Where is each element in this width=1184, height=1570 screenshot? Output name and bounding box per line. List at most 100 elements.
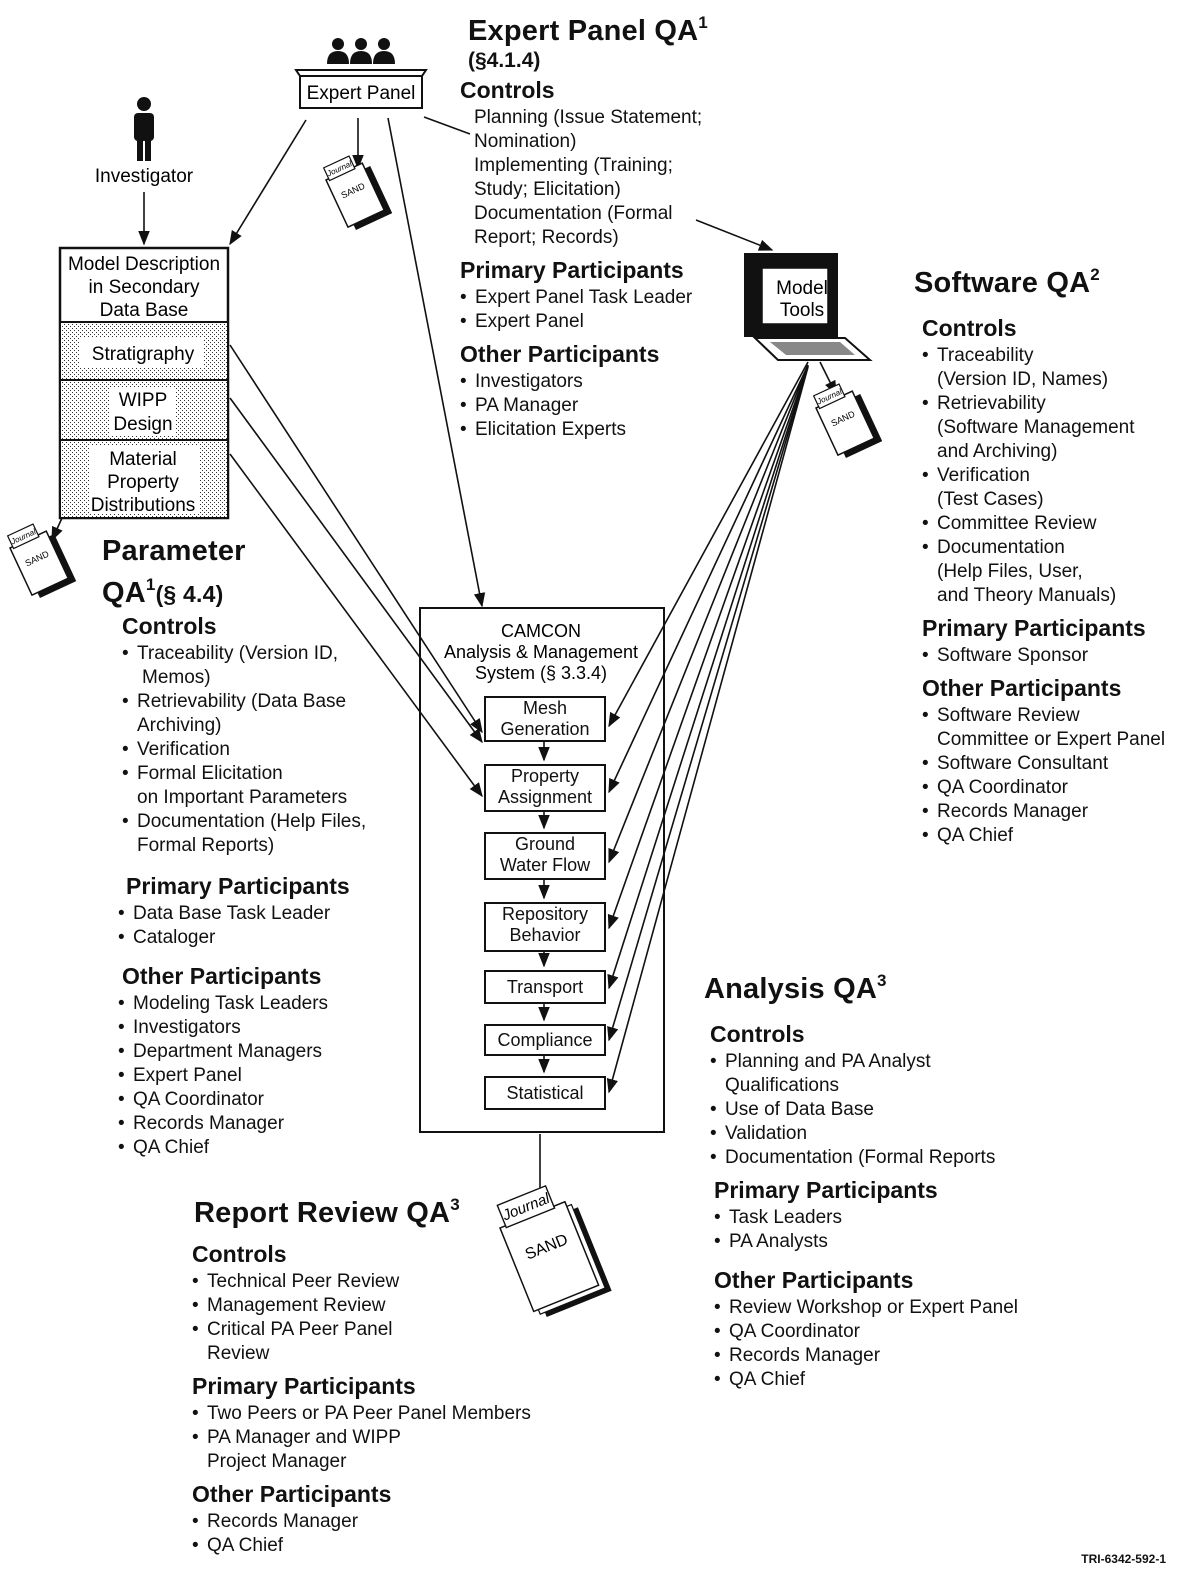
- control-item: Critical PA Peer Panel: [192, 1318, 572, 1342]
- model-description-database: [58, 246, 230, 520]
- control-item: Qualifications: [725, 1075, 840, 1096]
- control-item: on Important Parameters: [137, 787, 348, 808]
- journal-sand-report-icon: Journal SAND: [322, 155, 393, 231]
- control-item: Traceability (Version ID,: [122, 642, 422, 666]
- control-item: (Version ID, Names): [937, 369, 1109, 390]
- analysis-other-list: Review Workshop or Expert Panel QA Coord…: [714, 1296, 1050, 1392]
- control-item: Report; Records): [474, 227, 619, 248]
- participant-item: Expert Panel: [118, 1064, 418, 1088]
- wipp-design-label-2: Design: [113, 414, 172, 435]
- journal-sand-report-icon: Journal SAND: [6, 523, 77, 599]
- step-label: Transport: [506, 977, 584, 997]
- participant-item: Modeling Task Leaders: [118, 992, 418, 1016]
- expert-panel-primary-list: Expert Panel Task Leader Expert Panel: [460, 286, 760, 334]
- expert-panel-qa-ref: (§4.1.4): [468, 49, 541, 72]
- control-item: Verification: [122, 738, 422, 762]
- control-item: Planning and PA Analyst: [710, 1050, 1050, 1074]
- expert-panel-controls-heading: Controls: [460, 77, 555, 103]
- step-compliance: Compliance: [484, 1024, 606, 1056]
- analysis-controls-heading: Controls: [710, 1021, 805, 1047]
- expert-panel-other-heading: Other Participants: [460, 341, 660, 367]
- analysis-controls-list: Planning and PA Analyst Qualifications U…: [710, 1050, 1050, 1170]
- step-transport: Transport: [484, 970, 606, 1004]
- wipp-design-label-1: WIPP: [119, 390, 168, 411]
- analysis-other-heading: Other Participants: [714, 1267, 914, 1293]
- step-label: Statistical: [506, 1083, 584, 1103]
- model-description-line-1: Model Description: [68, 254, 220, 275]
- control-item: (Software Management: [937, 417, 1135, 438]
- expert-panel-icon: [294, 38, 428, 109]
- participant-item: Records Manager: [118, 1112, 418, 1136]
- participant-item: QA Chief: [714, 1368, 1050, 1392]
- parameter-primary-list: Data Base Task Leader Cataloger: [118, 902, 418, 950]
- participant-item: Investigators: [118, 1016, 418, 1040]
- participant-item: Records Manager: [714, 1344, 1050, 1368]
- camcon-title-2: Analysis & Management: [444, 642, 638, 662]
- control-item: Formal Elicitation: [122, 762, 422, 786]
- participant-item: Software Sponsor: [922, 644, 1184, 668]
- model-tools-label-2: Tools: [780, 300, 824, 321]
- control-item: Memos): [142, 667, 211, 688]
- step-label: Repository: [501, 904, 589, 924]
- control-item: Technical Peer Review: [192, 1270, 572, 1294]
- stratigraphy-label: Stratigraphy: [92, 344, 195, 365]
- participant-item: Records Manager: [192, 1510, 572, 1534]
- control-item: Use of Data Base: [710, 1098, 1050, 1122]
- control-item: Retrievability (Data Base: [122, 690, 422, 714]
- investigator-label: Investigator: [95, 166, 194, 187]
- report-other-heading: Other Participants: [192, 1481, 392, 1507]
- participant-item: Two Peers or PA Peer Panel Members: [192, 1402, 572, 1426]
- report-review-qa-section: Report Review QA3: [194, 1188, 494, 1230]
- control-item: Formal Reports): [137, 835, 275, 856]
- expert-panel-box-label: Expert Panel: [307, 83, 416, 104]
- parameter-qa-body: Controls Traceability (Version ID, Memos…: [122, 610, 422, 862]
- investigator-icon: [134, 97, 154, 161]
- model-tools-label-1: Model: [776, 278, 828, 299]
- parameter-controls-list: Traceability (Version ID, Memos) Retriev…: [122, 642, 422, 858]
- parameter-qa-participants: Primary Participants Data Base Task Lead…: [118, 866, 418, 1164]
- step-label: Behavior: [509, 925, 581, 945]
- model-tools-to-camcon-arrows: [606, 361, 837, 1094]
- step-property-assignment: Property Assignment: [484, 764, 606, 812]
- model-tools-computer-icon: [744, 253, 873, 361]
- software-primary-heading: Primary Participants: [922, 615, 1146, 641]
- parameter-other-list: Modeling Task Leaders Investigators Depa…: [118, 992, 418, 1160]
- step-repository-behavior: Repository Behavior: [484, 902, 606, 952]
- analysis-qa-title: Analysis QA3: [704, 971, 887, 1005]
- control-item: Archiving): [137, 715, 222, 736]
- expert-panel-controls-list: Planning (Issue Statement; Nomination) I…: [474, 106, 760, 250]
- step-label: Generation: [500, 719, 590, 739]
- participant-item: PA Manager: [460, 394, 760, 418]
- control-item: Planning (Issue Statement;: [474, 107, 703, 128]
- control-item: Implementing (Training;: [474, 155, 673, 176]
- participant-item: Project Manager: [207, 1451, 347, 1472]
- participant-item: Software Review: [922, 704, 1184, 728]
- parameter-qa-title-2: QA1(§ 4.4): [102, 575, 224, 609]
- database-to-camcon-arrows: [51, 344, 483, 798]
- participant-item: Department Managers: [118, 1040, 418, 1064]
- participant-item: Committee or Expert Panel: [937, 729, 1166, 750]
- software-other-heading: Other Participants: [922, 675, 1122, 701]
- participant-item: QA Chief: [192, 1534, 572, 1558]
- material-label-2: Property: [107, 472, 179, 493]
- participant-item: QA Coordinator: [118, 1088, 418, 1112]
- figure-id: TRI-6342-592-1: [1081, 1552, 1166, 1566]
- control-item: Documentation (Formal Reports: [710, 1146, 1050, 1170]
- analysis-primary-list: Task Leaders PA Analysts: [714, 1206, 1050, 1254]
- material-label-1: Material: [109, 449, 177, 470]
- control-item: (Help Files, User,: [937, 561, 1083, 582]
- participant-item: Expert Panel Task Leader: [460, 286, 760, 310]
- analysis-qa-body: Controls Planning and PA Analyst Qualifi…: [710, 1018, 1050, 1396]
- expert-panel-qa-body: Controls Planning (Issue Statement; Nomi…: [460, 74, 760, 446]
- control-item: and Archiving): [937, 441, 1058, 462]
- expert-panel-primary-heading: Primary Participants: [460, 257, 684, 283]
- control-item: Documentation: [922, 536, 1184, 560]
- parameter-controls-heading: Controls: [122, 613, 217, 639]
- step-mesh-generation: Mesh Generation: [484, 696, 606, 742]
- participant-item: Data Base Task Leader: [118, 902, 418, 926]
- control-item: Nomination): [474, 131, 577, 152]
- report-review-qa-title: Report Review QA3: [194, 1195, 460, 1229]
- step-label: Water Flow: [499, 855, 591, 875]
- participant-item: Cataloger: [118, 926, 418, 950]
- step-label: Assignment: [497, 787, 593, 807]
